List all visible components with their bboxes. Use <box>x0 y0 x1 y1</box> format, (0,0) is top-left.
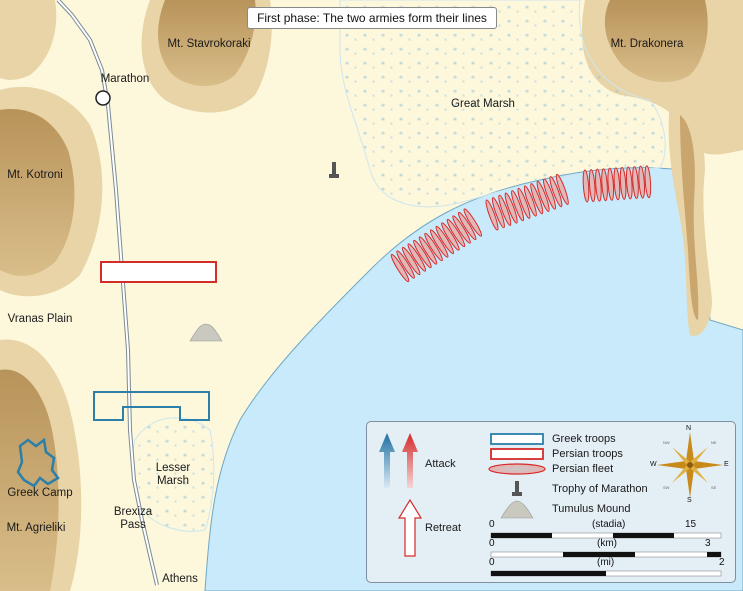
marathon-village-marker <box>95 90 111 106</box>
compass-nw: NW <box>663 440 670 445</box>
scale-stadia-start: 0 <box>489 519 495 530</box>
greek-troops-line <box>93 391 210 421</box>
scale-stadia-bar <box>490 532 722 539</box>
persian-ship <box>491 197 505 229</box>
persian-ship <box>607 167 615 201</box>
persian-ship <box>396 250 415 279</box>
compass-rose-icon <box>657 432 723 498</box>
great-marsh <box>339 0 666 208</box>
persian-ship <box>418 236 438 265</box>
persian-ship <box>511 190 525 222</box>
compass-e: E <box>724 461 729 468</box>
tumulus-mound-symbol <box>189 323 223 342</box>
retreat-arrow-icon <box>397 498 423 557</box>
persian-ship <box>588 169 596 203</box>
scale-mi-end: 2 <box>719 557 725 568</box>
compass-w: W <box>650 461 657 468</box>
label-mt-stavrokoraki: Mt. Stavrokoraki <box>167 38 251 50</box>
scale-mi-bar <box>490 570 722 577</box>
persian-ship <box>457 211 477 241</box>
legend-graphics <box>379 432 723 577</box>
persian-ship <box>536 180 550 212</box>
scale-km-end: 3 <box>705 538 711 549</box>
label-athens: Athens <box>162 573 198 585</box>
persian-ship <box>441 222 460 251</box>
persian-ship <box>498 194 512 226</box>
label-mt-kotroni: Mt. Kotroni <box>7 169 63 181</box>
label-vranas-plain: Vranas Plain <box>7 313 73 325</box>
persian-ship <box>429 229 449 258</box>
persian-ship <box>390 253 410 283</box>
persian-ship <box>523 185 537 217</box>
label-lesser-marsh: Lesser Marsh <box>155 462 191 487</box>
persian-ship <box>601 168 608 202</box>
label-great-marsh: Great Marsh <box>451 98 515 110</box>
persian-ship <box>582 169 590 203</box>
persian-ship <box>413 239 432 269</box>
persian-ship <box>543 178 557 210</box>
persian-ship <box>644 165 652 199</box>
legend-retreat-label: Retreat <box>425 522 462 534</box>
persian-ship <box>530 183 544 215</box>
legend-tumulus-icon <box>500 500 534 519</box>
attack-arrow-greek-icon <box>379 433 395 488</box>
legend-persian-troops-swatch <box>490 448 544 460</box>
legend: Attack Retreat Greek troops Persian troo… <box>366 421 736 583</box>
persian-ship <box>452 215 471 244</box>
scale-km-bar <box>490 551 722 558</box>
persian-ship <box>549 176 563 208</box>
legend-greek-troops-label: Greek troops <box>552 433 616 445</box>
label-greek-camp: Greek Camp <box>7 487 73 499</box>
legend-persian-troops-label: Persian troops <box>552 448 623 460</box>
scale-stadia-unit: (stadia) <box>592 519 626 530</box>
persian-troops-line <box>100 261 217 283</box>
label-mt-drakonera: Mt. Drakonera <box>610 38 684 50</box>
persian-ship <box>504 192 518 224</box>
legend-attack-label: Attack <box>425 458 456 470</box>
persian-ship <box>555 173 569 205</box>
scale-mi-start: 0 <box>489 557 495 568</box>
label-brexiza-pass: Brexiza Pass <box>113 506 153 531</box>
label-mt-agrieliki: Mt. Agrieliki <box>6 522 66 534</box>
persian-ship <box>407 243 427 272</box>
persian-ship <box>485 199 499 231</box>
scale-km-unit: (km) <box>597 538 617 549</box>
scale-mi-unit: (mi) <box>597 557 615 568</box>
trophy-of-marathon-symbol <box>329 162 339 178</box>
scale-stadia-end: 15 <box>685 519 697 530</box>
label-marathon: Marathon <box>100 73 150 85</box>
legend-trophy-icon <box>512 481 522 496</box>
attack-arrow-persian-icon <box>402 433 418 488</box>
map-title: First phase: The two armies form their l… <box>247 7 497 29</box>
persian-fleet-group-1 <box>390 208 483 283</box>
compass-sw: SW <box>663 485 670 490</box>
legend-tumulus-label: Tumulus Mound <box>552 503 631 515</box>
legend-trophy-label: Trophy of Marathon <box>552 483 648 495</box>
legend-greek-troops-swatch <box>490 433 544 445</box>
compass-s: S <box>687 497 692 504</box>
compass-n: N <box>686 425 692 432</box>
persian-ship <box>613 167 621 201</box>
greek-camp-outline <box>16 437 60 488</box>
persian-ship <box>638 165 645 199</box>
compass-ne: NE <box>711 440 717 445</box>
scale-km-start: 0 <box>489 538 495 549</box>
persian-ship <box>625 166 633 200</box>
persian-ship <box>435 225 455 255</box>
compass-se: SE <box>711 485 717 490</box>
persian-fleet-group-3 <box>582 165 652 203</box>
persian-ship <box>632 166 639 200</box>
persian-fleet-group-2 <box>485 173 569 231</box>
legend-persian-fleet-label: Persian fleet <box>552 463 614 475</box>
persian-ship <box>595 168 602 202</box>
legend-persian-fleet-swatch <box>488 463 546 475</box>
persian-ship <box>446 218 466 248</box>
persian-ship <box>463 208 483 237</box>
persian-ship <box>401 246 421 276</box>
persian-ship <box>619 166 627 200</box>
